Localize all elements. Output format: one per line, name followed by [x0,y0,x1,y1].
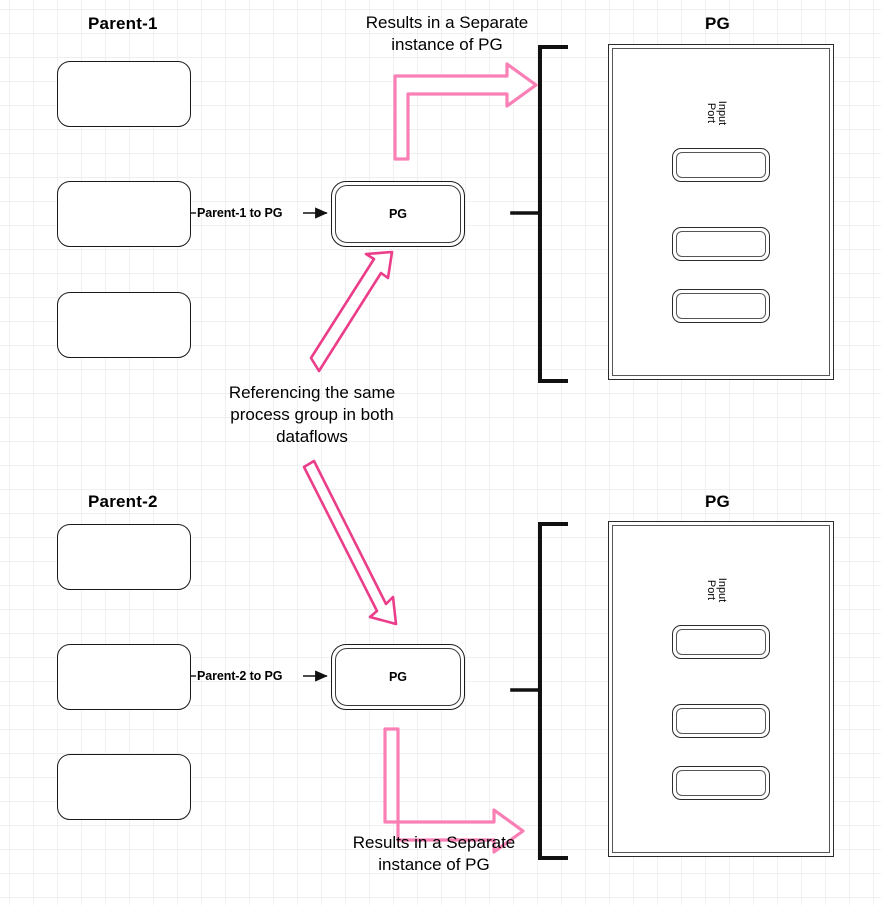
pg-container-1-title: PG [705,14,730,33]
pg-container-2[interactable] [608,521,834,857]
result-arrow-flow-1[interactable] [393,62,538,161]
pg-2-processor-1[interactable] [672,625,770,659]
edge-label-parent-1: Parent-1 to PG [197,206,283,220]
center-note-line2: process group in both [230,405,394,425]
center-note-line1: Referencing the same [228,383,396,402]
parent-2-title: Parent-2 [88,492,158,511]
pg-node-1-label: PG [388,207,408,221]
parent-1-box-1[interactable] [57,61,191,127]
result-note-2-line1: Results in a Separate [352,833,516,852]
input-port-1-line2: Port [705,102,717,124]
parent-2-box-2[interactable] [57,644,191,710]
pg-2-processor-2[interactable] [672,704,770,738]
result-note-2-line2: instance of PG [378,855,490,875]
result-note-1: Results in a Separate instance of PG [362,12,532,56]
center-note-line3: dataflows [276,427,348,447]
pg-1-processor-3[interactable] [672,289,770,323]
pg-2-processor-3[interactable] [672,766,770,800]
reference-arrow-up[interactable] [309,250,394,373]
result-note-1-line2: instance of PG [391,35,503,55]
edge-label-parent-2: Parent-2 to PG [197,669,283,683]
pg-node-2[interactable]: PG [331,644,465,710]
input-port-1-line1: Input [716,100,728,126]
bracket-flow-2 [510,522,568,860]
input-port-2-line1: Input [716,577,728,603]
pg-node-1[interactable]: PG [331,181,465,247]
parent-1-box-2[interactable] [57,181,191,247]
pg-container-2-title: PG [705,492,730,511]
parent-1-box-3[interactable] [57,292,191,358]
result-note-2: Results in a Separate instance of PG [349,832,519,876]
input-port-2-line2: Port [705,579,717,601]
parent-1-title: Parent-1 [88,14,158,33]
pg-1-processor-2[interactable] [672,227,770,261]
bracket-flow-1 [510,45,568,383]
result-note-1-line1: Results in a Separate [365,13,529,32]
center-reference-note: Referencing the same process group in bot… [222,382,402,448]
parent-2-box-1[interactable] [57,524,191,590]
pg-1-processor-1[interactable] [672,148,770,182]
parent-2-box-3[interactable] [57,754,191,820]
pg-container-1[interactable] [608,44,834,380]
pg-node-2-label: PG [388,670,408,684]
reference-arrow-down[interactable] [302,459,398,626]
